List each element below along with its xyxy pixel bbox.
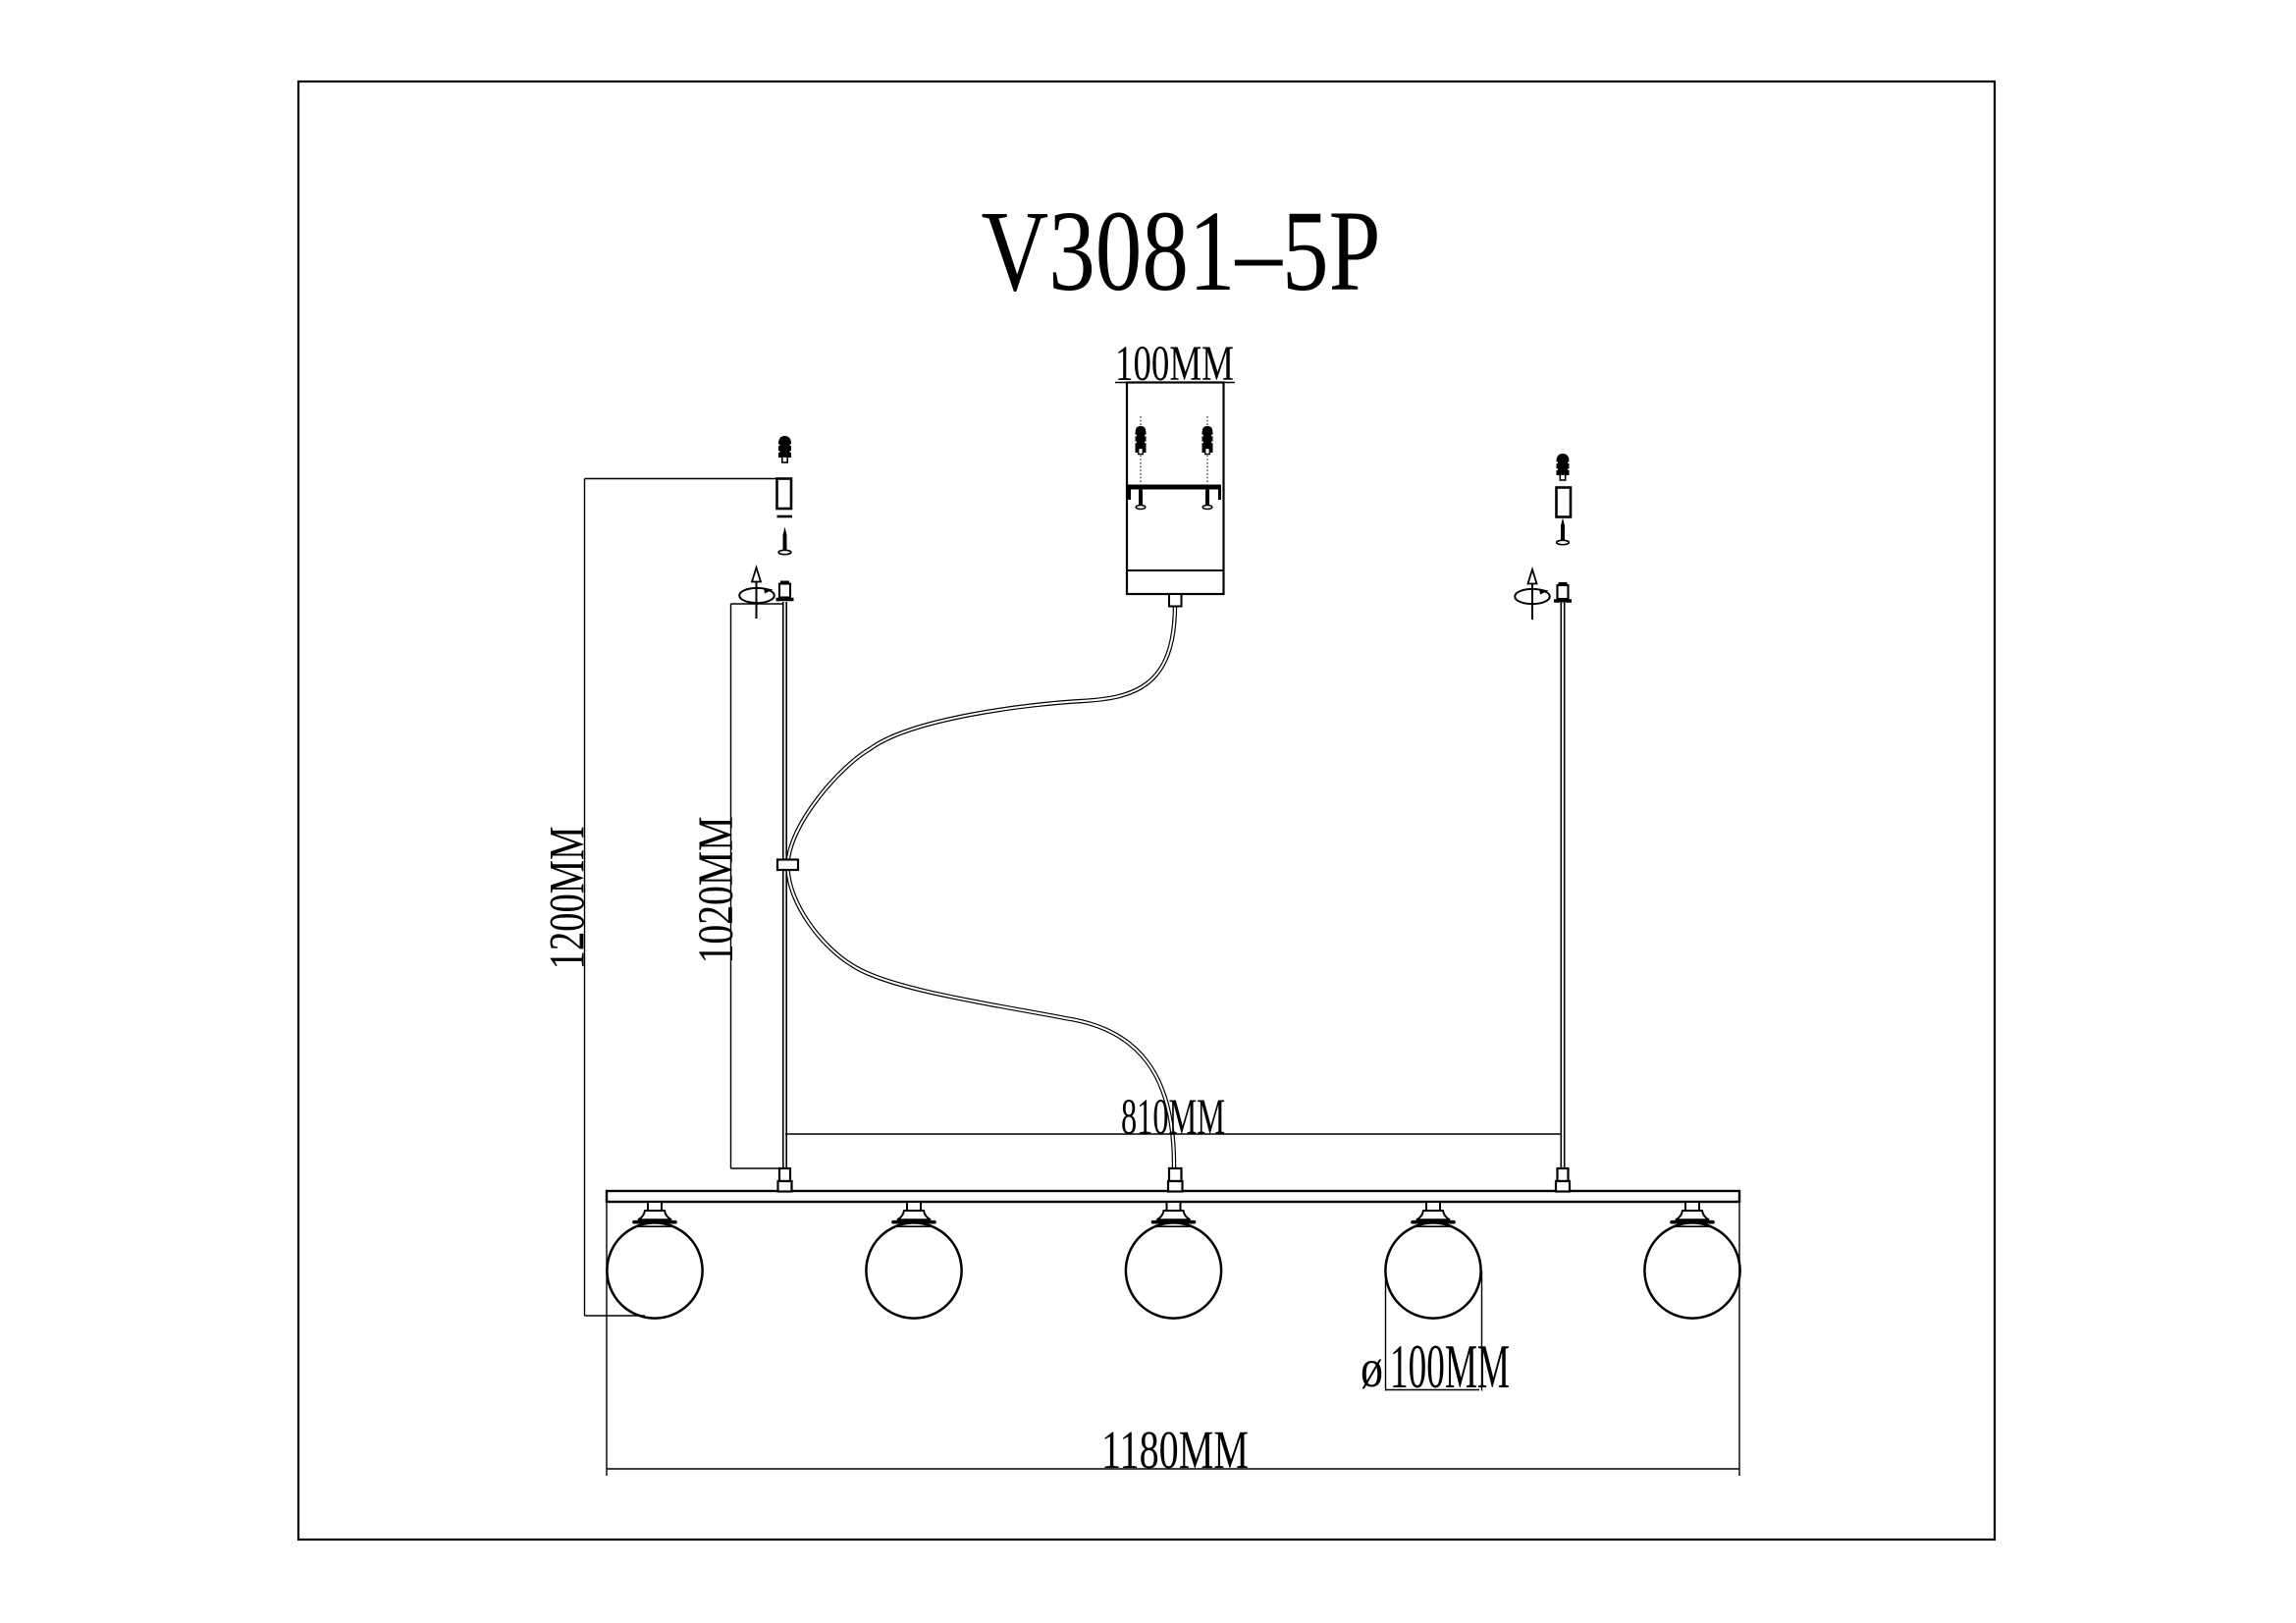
svg-text:V3081–5P: V3081–5P [982, 187, 1381, 315]
svg-text:ø: ø [1361, 1338, 1383, 1398]
svg-text:1200MM: 1200MM [541, 827, 596, 970]
svg-text:1180MM: 1180MM [1101, 1420, 1249, 1480]
svg-text:100MM: 100MM [1115, 337, 1234, 392]
svg-text:1020MM: 1020MM [689, 817, 744, 964]
svg-text:100MM: 100MM [1390, 1331, 1510, 1401]
svg-text:810MM: 810MM [1121, 1090, 1225, 1146]
